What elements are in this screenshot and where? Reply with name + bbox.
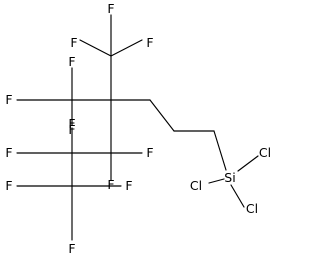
fluorine-label: F [5,145,12,160]
fluorine-label: F [107,1,114,16]
bond-c2-c3 [149,99,175,132]
fluorine-label: F [5,178,12,193]
fluorine-label: F [68,241,75,256]
fluorine-label: F [146,145,153,160]
structure-diagram: F F F F F F F F F F F F F Si Cl Cl Cl [5,1,271,256]
fluorine-label: F [146,35,153,50]
chlorine-label: Cl [246,201,258,216]
fluorine-label: F [68,54,75,69]
silicon-label: Si [224,170,235,185]
atom-labels: F F F F F F F F F F F F F Si Cl Cl Cl [5,1,271,256]
bond-cf3a-f2 [79,39,112,57]
fluorine-label: F [68,116,75,131]
bond-c4-si [213,130,227,171]
bond-si-cl1 [237,155,259,172]
bond-cf3a-f3 [110,39,143,57]
bond-si-cl2 [208,178,225,184]
fluorine-label: F [107,177,114,192]
fluorine-label: F [5,92,12,107]
chlorine-label: Cl [259,145,271,160]
chlorine-label: Cl [190,178,202,193]
bond-si-cl3 [230,184,245,208]
fluorine-label: F [70,35,77,50]
molecule-drawing: F F F F F F F F F F F F F Si Cl Cl Cl [5,1,271,256]
fluorine-label: F [125,178,132,193]
bonds [16,14,259,241]
fluorine-label: F [68,122,75,137]
